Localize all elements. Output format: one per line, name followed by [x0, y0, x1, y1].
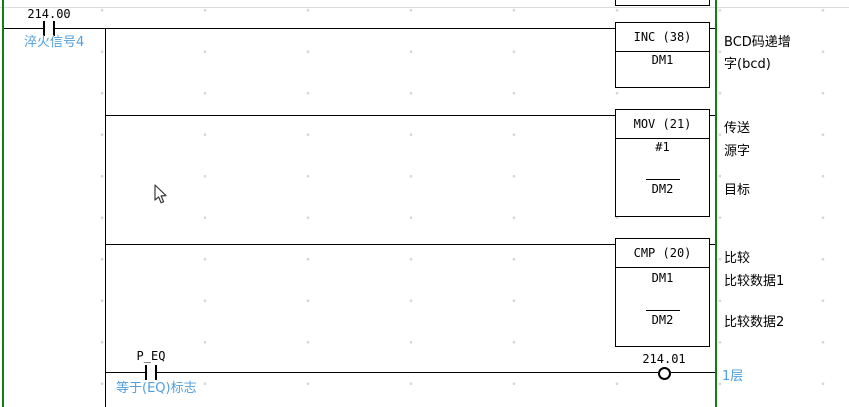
- contact-bar: [43, 21, 45, 36]
- rung1-wire-right: [55, 28, 615, 29]
- contact-bar: [155, 365, 157, 380]
- contact-address-label[interactable]: 214.00: [27, 7, 71, 21]
- mov-output-stub: [709, 115, 715, 116]
- instruction-description: 目标: [724, 183, 751, 198]
- operand[interactable]: #1: [655, 140, 670, 154]
- operand[interactable]: DM1: [651, 53, 674, 67]
- rung3-wire: [105, 244, 615, 245]
- rung1-wire-left: [4, 28, 43, 29]
- cmp-output-stub: [709, 244, 715, 245]
- left-power-rail: [2, 0, 4, 407]
- instruction-block-inc[interactable]: INC (38) DM1: [615, 22, 710, 88]
- instruction-description: BCD码递增: [724, 35, 791, 50]
- contact-name-label[interactable]: P_EQ: [136, 349, 166, 363]
- instruction-title: CMP (20): [616, 239, 709, 268]
- output-coil[interactable]: [658, 367, 671, 380]
- contact-comment-label: 等于(EQ)标志: [116, 381, 197, 396]
- instruction-description: 源字: [724, 144, 751, 159]
- instruction-description: 比较: [724, 251, 751, 266]
- contact-bar: [53, 21, 55, 36]
- rung2-wire: [105, 115, 615, 116]
- mouse-cursor-icon: [154, 184, 168, 209]
- instruction-title: MOV (21): [616, 110, 709, 139]
- rung4-wire-middle: [157, 372, 658, 373]
- operand[interactable]: DM2: [651, 182, 674, 196]
- instruction-description: 字(bcd): [724, 57, 771, 72]
- contact-comment-label: 淬火信号4: [24, 35, 85, 50]
- coil-comment-label: 1层: [722, 369, 744, 384]
- operand-separator: [645, 310, 680, 311]
- right-power-rail: [715, 0, 717, 407]
- operand[interactable]: DM1: [651, 271, 674, 285]
- instruction-title: INC (38): [616, 23, 709, 52]
- instruction-block-mov[interactable]: MOV (21) #1 DM2: [615, 109, 710, 217]
- previous-instruction-block-partial[interactable]: [615, 0, 710, 6]
- rung-boundary-line: [0, 7, 849, 8]
- operand-separator: [645, 179, 680, 180]
- rung4-wire-left: [105, 372, 145, 373]
- branch-wire-vertical: [105, 28, 106, 407]
- inc-output-stub: [709, 28, 715, 29]
- contact-bar: [145, 365, 147, 380]
- rung4-wire-right: [671, 372, 715, 373]
- instruction-description: 比较数据2: [724, 315, 785, 330]
- coil-address-label[interactable]: 214.01: [642, 352, 686, 366]
- instruction-description: 比较数据1: [724, 274, 785, 289]
- instruction-description: 传送: [724, 121, 751, 136]
- operand[interactable]: DM2: [651, 313, 674, 327]
- instruction-block-cmp[interactable]: CMP (20) DM1 DM2: [615, 238, 710, 347]
